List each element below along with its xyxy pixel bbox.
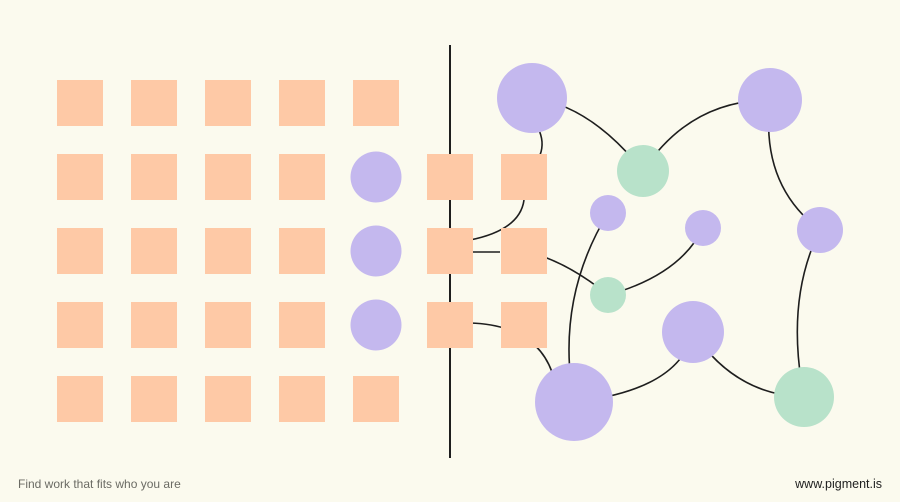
grid-square (57, 376, 103, 422)
network-node-purple (590, 195, 626, 231)
grid-square (57, 154, 103, 200)
grid-square (279, 154, 325, 200)
grid-square (131, 154, 177, 200)
network-node-purple (497, 63, 567, 133)
grid-dot (350, 151, 402, 203)
network-node-purple (535, 363, 613, 441)
grid-square (205, 80, 251, 126)
network-node-purple (662, 301, 724, 363)
network-node-green (590, 277, 626, 313)
grid-square (353, 376, 399, 422)
network-node-purple (797, 207, 843, 253)
grid-square (205, 376, 251, 422)
grid-square (427, 228, 473, 274)
grid-square (57, 228, 103, 274)
network-node-green (617, 145, 669, 197)
grid-square (57, 302, 103, 348)
grid-square (131, 376, 177, 422)
grid-square (427, 302, 473, 348)
grid-square (131, 80, 177, 126)
grid-square (279, 376, 325, 422)
grid-square (279, 302, 325, 348)
grid-square (279, 80, 325, 126)
grid-square (131, 302, 177, 348)
grid-square (501, 302, 547, 348)
grid-square (427, 154, 473, 200)
grid-square (353, 80, 399, 126)
grid-square (205, 302, 251, 348)
network-node-purple (685, 210, 721, 246)
grid-square (501, 228, 547, 274)
network-node-purple (738, 68, 802, 132)
grid-square (57, 80, 103, 126)
website-link[interactable]: www.pigment.is (795, 477, 882, 491)
grid-dot (350, 299, 402, 351)
grid-square (501, 154, 547, 200)
network-node-green (774, 367, 834, 427)
grid-square (205, 228, 251, 274)
connection-line (469, 199, 525, 241)
grid-square (205, 154, 251, 200)
grid-square (279, 228, 325, 274)
grid-square (131, 228, 177, 274)
tagline-text: Find work that fits who you are (18, 477, 181, 491)
grid-dot (350, 225, 402, 277)
